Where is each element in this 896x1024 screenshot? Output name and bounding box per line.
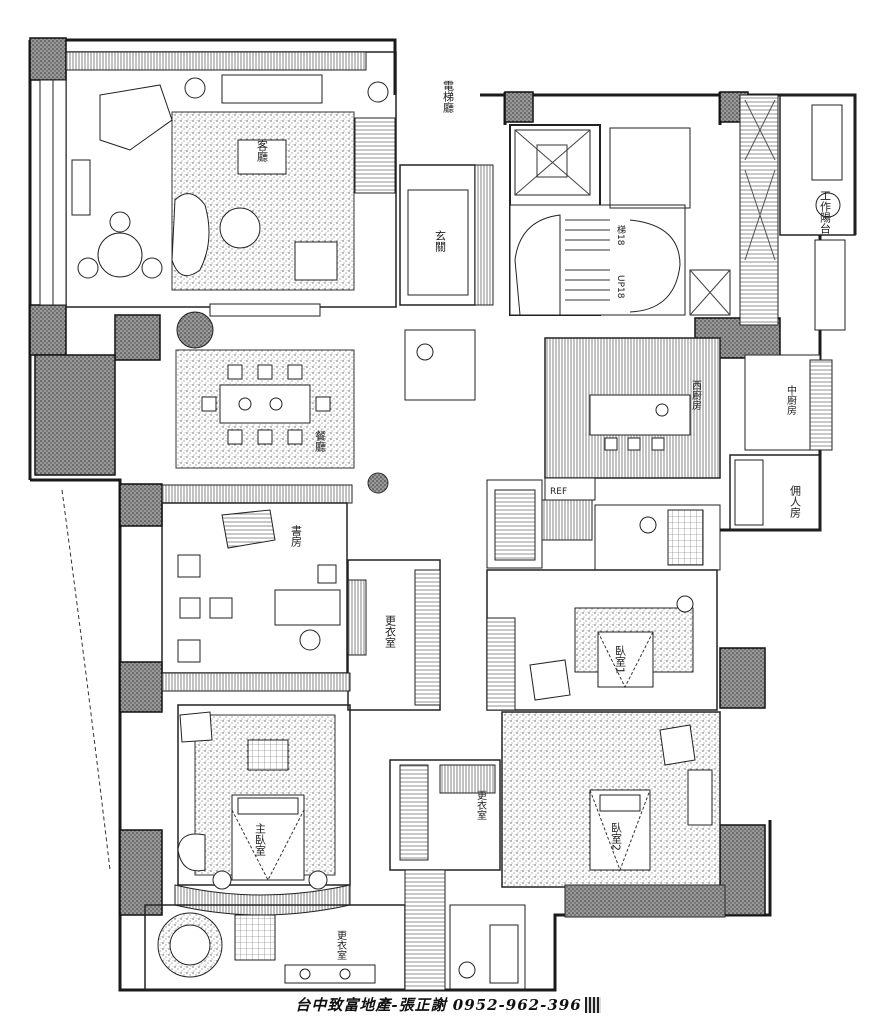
bedroom-2: 臥室2 [501, 711, 726, 918]
label-chinese-kitchen: 中廚房 [785, 384, 797, 416]
label-study: 書房 [290, 524, 303, 548]
planter-icon [367, 472, 389, 494]
closet-bedrooms: 更衣室 [389, 759, 501, 871]
label-living: 客廳 [256, 139, 269, 163]
dining-room: 餐廳 [175, 303, 355, 469]
living-room: 客廳 [39, 51, 397, 308]
label-ref: REF [550, 487, 567, 497]
label-maid: 佣人房 [789, 485, 802, 519]
bath-center [404, 329, 721, 571]
structural-columns [29, 37, 781, 916]
label-elevator: 電梯廳 [442, 80, 455, 114]
label-foyer: 玄關 [434, 229, 447, 253]
label-closet-b1: 更衣室 [475, 790, 487, 820]
label-master: 主臥室 [254, 823, 267, 856]
master-bedroom: 主臥室 [161, 672, 351, 890]
qr-code-icon [584, 997, 601, 1013]
foyer: 玄關 電梯廳 [399, 80, 494, 306]
label-closet-b2: 更衣室 [335, 930, 347, 960]
elevator-core: 梯18 UP18 [509, 124, 731, 316]
balcony-curve [61, 489, 111, 871]
label-stair-a: 梯18 [615, 224, 626, 246]
label-kitchen: 西廚房 [690, 380, 702, 411]
bedroom-1: 臥室1 [486, 569, 718, 711]
footer-caption: 台中致富地產-張正謝 0952-962-396 [0, 994, 896, 1020]
label-bedroom2: 臥室2 [610, 822, 623, 851]
maid-room: 佣人房 [729, 454, 821, 531]
study: 書房 [161, 484, 353, 674]
utility-balcony: 工作陽台 [739, 94, 856, 331]
closet-study: 更衣室 [347, 559, 441, 711]
label-closet-study: 更衣室 [384, 615, 397, 648]
footer-text: 台中致富地產-張正謝 0952-962-396 [295, 996, 582, 1014]
master-bath: 更衣室 [144, 869, 526, 991]
label-utility: 工作陽台 [819, 190, 832, 234]
label-bedroom1: 臥室1 [614, 645, 627, 674]
kitchen: REF 西廚房 中廚房 [544, 337, 833, 501]
label-dining: 餐廳 [314, 429, 327, 453]
label-stair-b: UP18 [615, 275, 625, 299]
